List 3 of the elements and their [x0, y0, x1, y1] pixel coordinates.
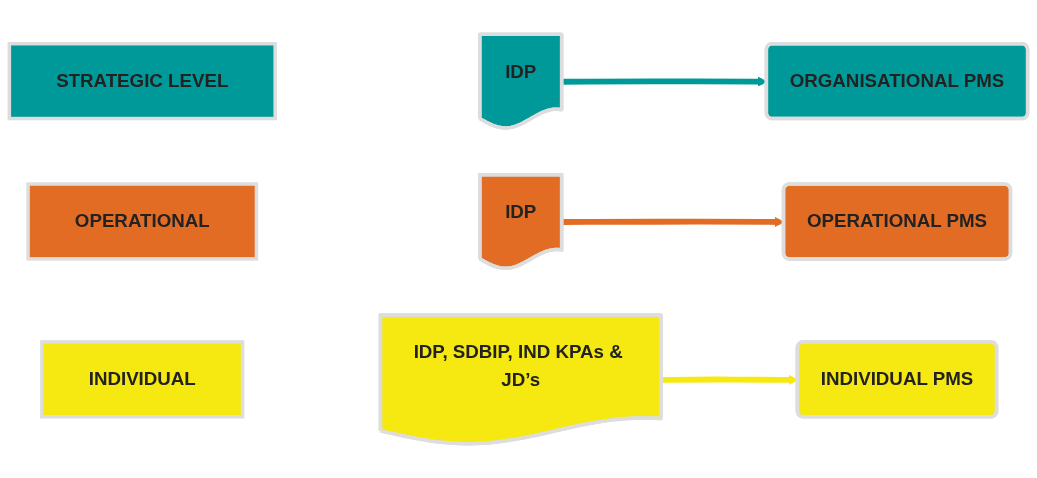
node-box: INDIVIDUAL: [40, 340, 245, 419]
node-box: OPERATIONAL: [26, 182, 259, 261]
node-box: STRATEGIC LEVEL: [7, 41, 277, 121]
